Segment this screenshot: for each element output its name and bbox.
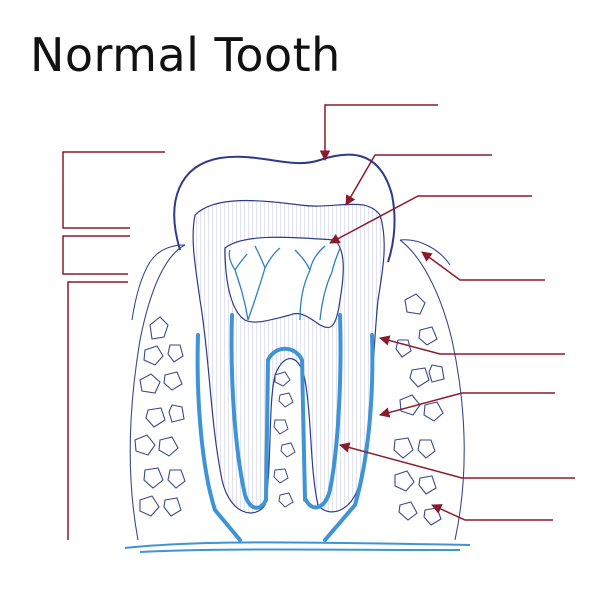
jaw-bone-left: [129, 244, 186, 541]
leader-periodontal-ligament: [378, 392, 555, 418]
root-canals: [195, 313, 375, 542]
crown-bracket: [62, 151, 165, 229]
leader-root-canal: [338, 442, 575, 479]
right-leaders: [319, 104, 575, 521]
vessel-base: [124, 541, 471, 553]
diagram-title: Normal Tooth: [30, 28, 341, 82]
neck-bracket: [62, 235, 130, 275]
leader-dentin: [345, 154, 492, 206]
jaw-bone: [129, 239, 465, 541]
gum-line-left: [131, 244, 186, 321]
root-canal-right-outer: [323, 333, 375, 542]
jaw-bone-right: [399, 239, 465, 541]
root-canal-apex: [264, 346, 307, 502]
root-canal-left-inner: [229, 313, 268, 510]
leader-gum: [421, 251, 545, 281]
leader-pulp: [329, 195, 532, 244]
leader-cementum: [378, 335, 565, 355]
pulp-nerves: [228, 245, 341, 321]
bone-cells-left: [134, 316, 186, 517]
inter-root-bone: [273, 371, 296, 508]
left-brackets: [62, 151, 165, 540]
root-canal-right-inner: [304, 313, 343, 510]
pulp-chamber: [224, 236, 344, 329]
leader-enamel: [319, 104, 438, 162]
leader-jaw-bone: [431, 504, 553, 521]
root-canal-left-outer: [195, 333, 242, 542]
gum-line-right: [399, 239, 451, 266]
root-bracket: [67, 281, 128, 540]
